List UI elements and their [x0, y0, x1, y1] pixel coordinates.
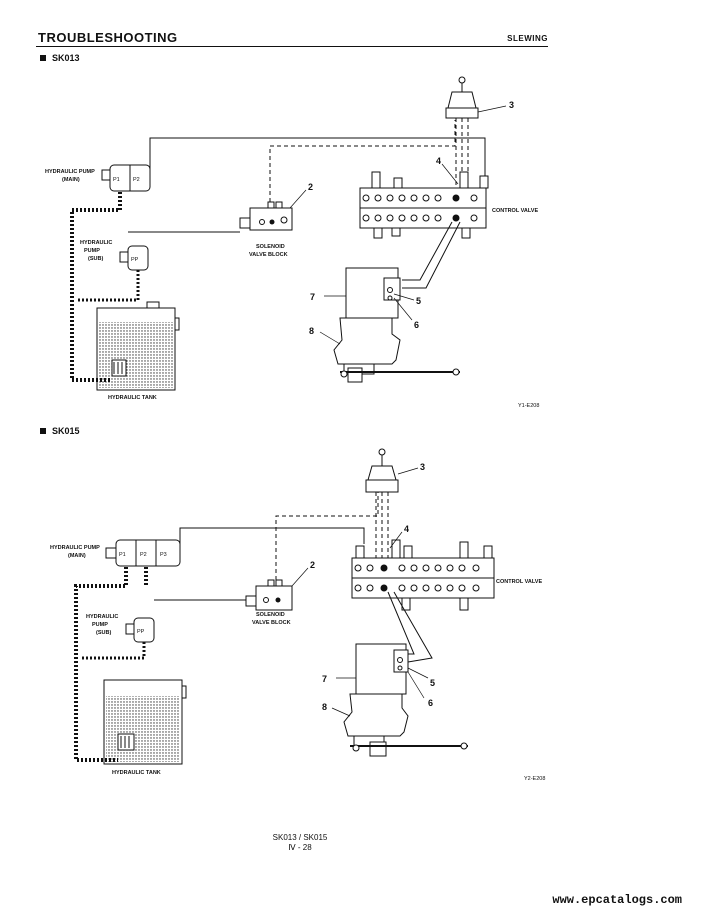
figure-code: Y2-E208: [524, 776, 545, 782]
svg-text:VALVE BLOCK: VALVE BLOCK: [252, 620, 291, 626]
svg-text:5: 5: [416, 296, 421, 306]
svg-text:P1: P1: [119, 552, 126, 558]
hydraulic-tank: [103, 679, 187, 765]
svg-text:5: 5: [430, 678, 435, 688]
svg-text:P2: P2: [140, 552, 147, 558]
solenoid-valve-block: [239, 201, 293, 231]
svg-text:P2: P2: [133, 177, 140, 183]
svg-text:3: 3: [420, 462, 425, 472]
svg-text:HYDRAULIC PUMP: HYDRAULIC PUMP: [45, 169, 95, 175]
page-title: TROUBLESHOOTING: [38, 30, 178, 45]
svg-text:PP: PP: [137, 629, 145, 635]
page-footer: SK013 / SK015 Ⅳ - 28: [0, 833, 600, 853]
svg-text:PP: PP: [131, 257, 139, 263]
svg-text:(SUB): (SUB): [96, 630, 111, 636]
svg-text:7: 7: [322, 674, 327, 684]
svg-text:(MAIN): (MAIN): [62, 177, 80, 183]
svg-text:VALVE BLOCK: VALVE BLOCK: [249, 252, 288, 258]
watermark-link[interactable]: www.epcatalogs.com: [552, 893, 682, 907]
hydraulic-pump-main: [105, 539, 181, 567]
swing-motor: [355, 643, 409, 695]
model-label-sk013: SK013: [40, 53, 80, 63]
svg-text:6: 6: [428, 698, 433, 708]
svg-text:6: 6: [414, 320, 419, 330]
svg-text:(SUB): (SUB): [88, 256, 103, 262]
swing-reduction-gear: [333, 317, 460, 383]
svg-text:HYDRAULIC PUMP: HYDRAULIC PUMP: [50, 545, 100, 551]
svg-text:P3: P3: [160, 552, 167, 558]
svg-text:2: 2: [308, 182, 313, 192]
figure-code: Y1-E208: [518, 403, 539, 409]
model-label-sk015: SK015: [40, 426, 80, 436]
bullet-icon: [40, 55, 46, 61]
svg-text:SOLENOID: SOLENOID: [256, 612, 285, 618]
svg-text:SOLENOID: SOLENOID: [256, 244, 285, 250]
svg-text:CONTROL VALVE: CONTROL VALVE: [492, 208, 538, 214]
control-valve: [359, 171, 489, 239]
svg-text:HYDRAULIC: HYDRAULIC: [86, 614, 118, 620]
svg-text:PUMP: PUMP: [92, 622, 108, 628]
svg-text:4: 4: [436, 156, 441, 166]
swing-motor: [345, 267, 401, 319]
hydraulic-diagram-sk013: HYDRAULIC TANK P1 P2 HYDRAULIC PUMP (MAI…: [45, 76, 539, 409]
hydraulic-tank: [96, 301, 180, 391]
svg-text:HYDRAULIC: HYDRAULIC: [80, 240, 112, 246]
svg-text:2: 2: [310, 560, 315, 570]
svg-text:4: 4: [404, 524, 409, 534]
remote-control-valve: [365, 448, 399, 570]
header-rule: [36, 46, 548, 47]
tank-label: HYDRAULIC TANK: [108, 395, 157, 401]
section-title: SLEWING: [507, 34, 548, 43]
svg-text:7: 7: [310, 292, 315, 302]
solenoid-valve-block: [245, 579, 293, 611]
svg-text:HYDRAULIC TANK: HYDRAULIC TANK: [112, 770, 161, 776]
remote-control-valve: [445, 76, 479, 200]
hydraulic-pump-main: [101, 164, 151, 192]
swing-reduction-gear: [343, 693, 468, 757]
svg-text:CONTROL VALVE: CONTROL VALVE: [496, 579, 542, 585]
svg-text:PUMP: PUMP: [84, 248, 100, 254]
svg-text:P1: P1: [113, 177, 120, 183]
bullet-icon: [40, 428, 46, 434]
control-valve: [351, 539, 495, 611]
svg-text:(MAIN): (MAIN): [68, 553, 86, 559]
svg-text:3: 3: [509, 100, 514, 110]
svg-text:8: 8: [309, 326, 314, 336]
hydraulic-diagram-sk015: HYDRAULIC TANK P1 P2 P3 HYDRAULIC PUMP (…: [50, 448, 545, 782]
svg-text:8: 8: [322, 702, 327, 712]
footer-models: SK013 / SK015: [272, 833, 328, 842]
page-number: Ⅳ - 28: [288, 843, 312, 852]
